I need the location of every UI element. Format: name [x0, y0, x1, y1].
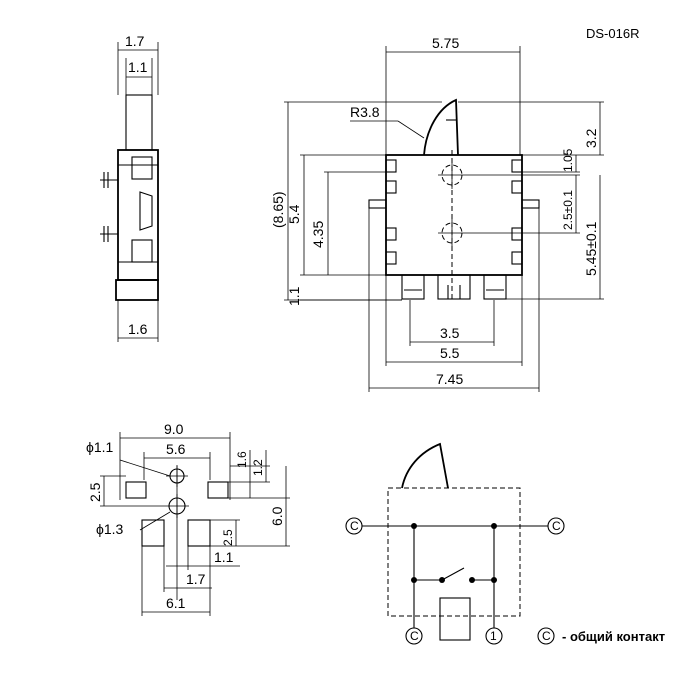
dim-front-radius: R3.8 — [350, 104, 380, 120]
schematic-common-left: C — [350, 519, 359, 533]
dim-front-small: 1.05 — [561, 148, 575, 172]
dim-fp-hole-large: ϕ1.3 — [96, 521, 124, 537]
dim-front-body-width: 5.5 — [440, 345, 460, 361]
dim-side-bottom: 1.6 — [128, 321, 148, 337]
dim-fp-1-2: 1.2 — [251, 459, 265, 476]
dim-front-pitch-2: 5.45±0.1 — [583, 221, 599, 276]
dim-front-width: 5.75 — [432, 35, 459, 51]
dim-fp-pitch-left: 2.5 — [87, 482, 103, 502]
dim-front-leg: 1.1 — [286, 286, 302, 306]
dim-fp-pad-span: 5.6 — [166, 441, 186, 457]
switch-schematic: C C C 1 — [345, 442, 565, 645]
dim-side-inner: 1.1 — [128, 59, 148, 75]
schematic-common-bottom: C — [410, 629, 419, 643]
legend-text: - общий контакт — [562, 629, 665, 644]
dim-fp-1-1: 1.1 — [214, 549, 234, 565]
legend: C - общий контакт — [537, 627, 665, 645]
pcb-footprint: 9.0 5.6 ϕ1.1 ϕ1.3 2.5 1.6 — [86, 421, 290, 616]
part-number-title: DS-016R — [586, 26, 639, 41]
schematic-common-right: C — [552, 519, 561, 533]
schematic-contact-1: 1 — [490, 629, 497, 643]
dim-fp-1-7: 1.7 — [186, 571, 206, 587]
dim-fp-6-0: 6.0 — [269, 506, 285, 526]
dim-fp-overall-width: 9.0 — [164, 421, 184, 437]
dim-front-body-height: 5.4 — [286, 204, 302, 224]
dim-front-inner-height: 4.35 — [310, 221, 326, 248]
dim-fp-hole-small: ϕ1.1 — [86, 439, 114, 455]
dim-front-pitch-1: 2.5±0.1 — [561, 190, 575, 230]
dim-side-top: 1.7 — [125, 33, 145, 49]
dim-front-pad-span: 3.5 — [440, 325, 460, 341]
dim-front-total-width: 7.45 — [436, 371, 463, 387]
dim-front-overall-height: (8.65) — [270, 191, 286, 228]
dim-fp-6-1: 6.1 — [166, 595, 186, 611]
dim-front-top-right: 3.2 — [583, 128, 599, 148]
dim-fp-pitch-right: 2.5 — [221, 529, 235, 546]
legend-symbol: C — [542, 629, 551, 643]
side-view: 1.7 1.1 1.6 — [100, 33, 159, 342]
front-view: 5.75 R3.8 — [270, 35, 604, 392]
dim-fp-1-6: 1.6 — [235, 451, 249, 468]
